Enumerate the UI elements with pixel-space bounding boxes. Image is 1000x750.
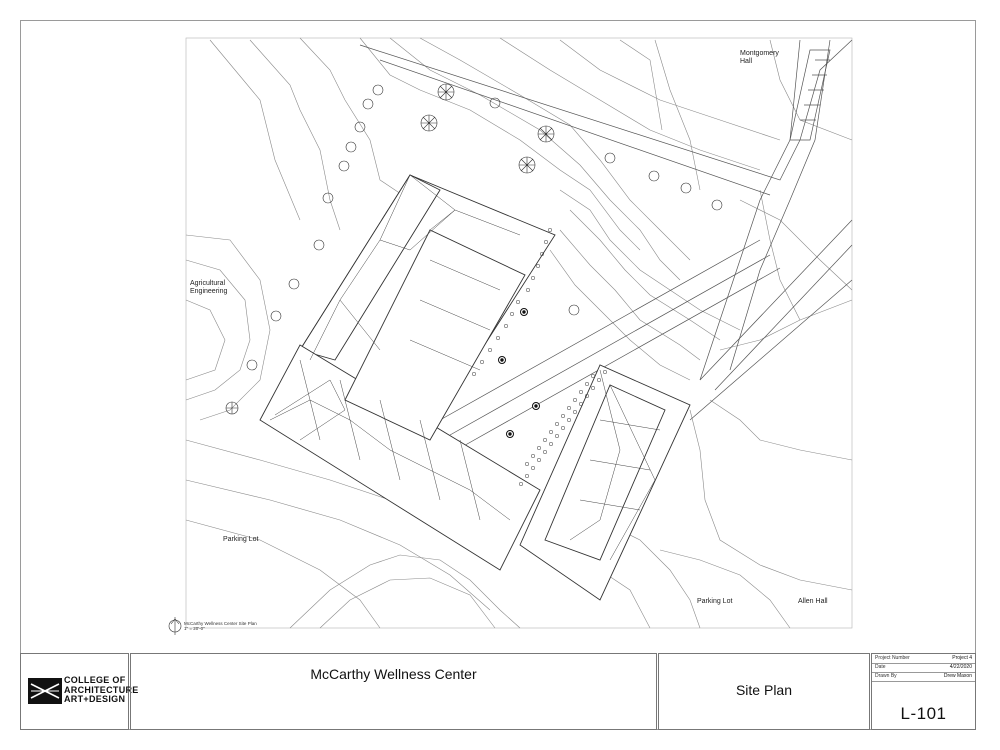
sheet-number: L-101 [900,704,947,723]
sheet-info-cell: Project Number Project 4 Date 4/22/2020 … [871,653,976,730]
north-arrow-icon [168,617,182,635]
project-name-cell: McCarthy Wellness Center [130,653,657,730]
drawing-scale-note: McCarthy Wellness Center Site Plan 1" = … [184,621,257,631]
label-parking-lot-west: Parking Lot [223,536,259,543]
drawn-by-row: Drawn By Drew Maxon [872,672,975,682]
sheet-title-cell: Site Plan [658,653,870,730]
project-number-row: Project Number Project 4 [872,654,975,664]
drawn-by-label: Drawn By [875,673,897,679]
title-block: COLLEGE OF ARCHITECTURE ART+DESIGN McCar… [20,653,976,730]
college-name: COLLEGE OF ARCHITECTURE ART+DESIGN [64,675,139,705]
label-parking-lot-south: Parking Lot [697,598,733,605]
logo-cell: COLLEGE OF ARCHITECTURE ART+DESIGN [20,653,138,730]
drawing-title-note: McCarthy Wellness Center Site Plan [184,621,257,626]
label-agricultural-engineering: Agricultural Engineering [190,280,228,295]
college-logo-icon [28,678,62,704]
logo-line-2: ARCHITECTURE [64,684,139,695]
project-number-label: Project Number [875,655,910,661]
date-row: Date 4/22/2020 [872,663,975,673]
drawn-by-value: Drew Maxon [943,673,972,679]
logo-line-1: COLLEGE OF [64,675,126,685]
label-montgomery-hall: Montgomery Hall [740,50,779,65]
project-name: McCarthy Wellness Center [310,666,477,682]
date-label: Date [875,664,886,670]
project-number-value: Project 4 [952,655,972,661]
sheet-title: Site Plan [735,682,793,698]
site-plan-drawing [168,37,853,635]
logo-line-3: ART+DESIGN [64,694,126,704]
date-value: 4/22/2020 [949,664,972,670]
drawing-scale-text: 1" = 20'-0" [184,626,205,631]
label-allen-hall: Allen Hall [798,598,828,605]
